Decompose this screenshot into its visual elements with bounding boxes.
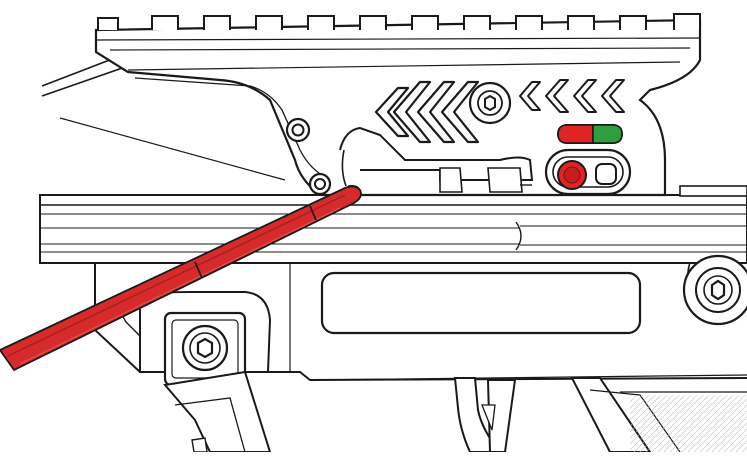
support-leg-left [163,370,272,453]
trigger [453,377,517,453]
screw-head-icon [181,324,229,372]
cleaning-rod [0,184,362,372]
barrel-rail-body [39,185,747,264]
status-indicator-bar [557,124,623,144]
picatinny-rail [97,13,701,30]
screw-head-icon [308,172,332,196]
screw-head-icon [682,254,747,326]
safety-toggle-icon [544,148,632,196]
screw-head-icon [468,81,512,125]
chevron-left-icon [519,79,625,113]
receiver-upper-outline [41,55,286,181]
grip [570,377,747,453]
chevron-left-icon [374,80,480,144]
screw-head-icon [285,117,311,143]
side-window-slot [320,271,642,335]
